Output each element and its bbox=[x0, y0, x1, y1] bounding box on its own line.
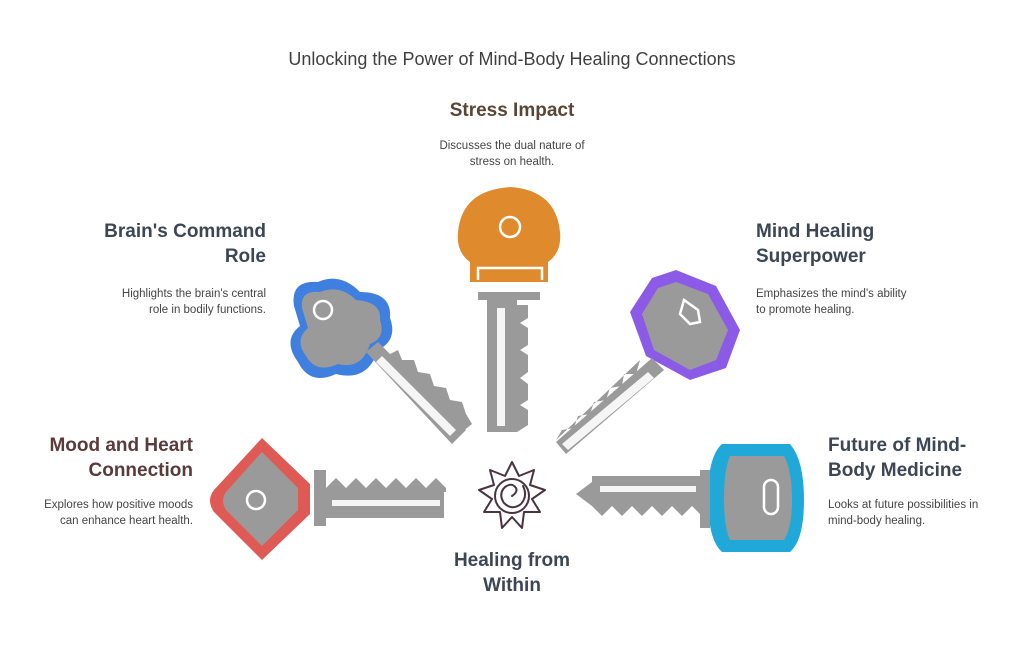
future-desc-line2: mind-body healing. bbox=[828, 515, 926, 527]
mood-key bbox=[210, 438, 446, 560]
mood-heading-line2: Connection bbox=[88, 460, 194, 481]
mind-desc-line2: to promote healing. bbox=[756, 304, 855, 316]
future-heading-line1: Future of Mind- bbox=[828, 435, 967, 456]
stress-heading: Stress Impact bbox=[449, 100, 575, 121]
mood-desc-line2: can enhance heart health. bbox=[60, 515, 193, 527]
mind-key bbox=[556, 270, 740, 454]
mind-desc-line1: Emphasizes the mind's ability bbox=[756, 288, 907, 300]
mind-heading-line1: Mind Healing bbox=[756, 221, 875, 242]
future-heading-line2: Body Medicine bbox=[828, 460, 963, 481]
stress-key bbox=[457, 187, 561, 432]
center-label-line1: Healing from bbox=[453, 550, 571, 571]
center-label-line2: Within bbox=[483, 575, 541, 596]
brain-key bbox=[290, 278, 472, 444]
spiral-sun-icon bbox=[478, 461, 546, 529]
mind-heading-line2: Superpower bbox=[756, 246, 866, 267]
brain-heading-line1: Brain's Command bbox=[104, 221, 266, 242]
mood-desc-line1: Explores how positive moods bbox=[44, 499, 193, 511]
brain-desc-line1: Highlights the brain's central bbox=[121, 288, 266, 300]
future-key bbox=[576, 444, 804, 552]
mood-heading-line1: Mood and Heart bbox=[49, 435, 193, 456]
page-title: Unlocking the Power of Mind-Body Healing… bbox=[288, 49, 736, 69]
brain-heading-line2: Role bbox=[224, 246, 266, 267]
future-desc-line1: Looks at future possibilities in bbox=[828, 499, 979, 511]
stress-desc-line2: stress on health. bbox=[469, 156, 555, 168]
stress-desc-line1: Discusses the dual nature of bbox=[439, 140, 585, 152]
brain-desc-line2: role in bodily functions. bbox=[149, 304, 266, 316]
